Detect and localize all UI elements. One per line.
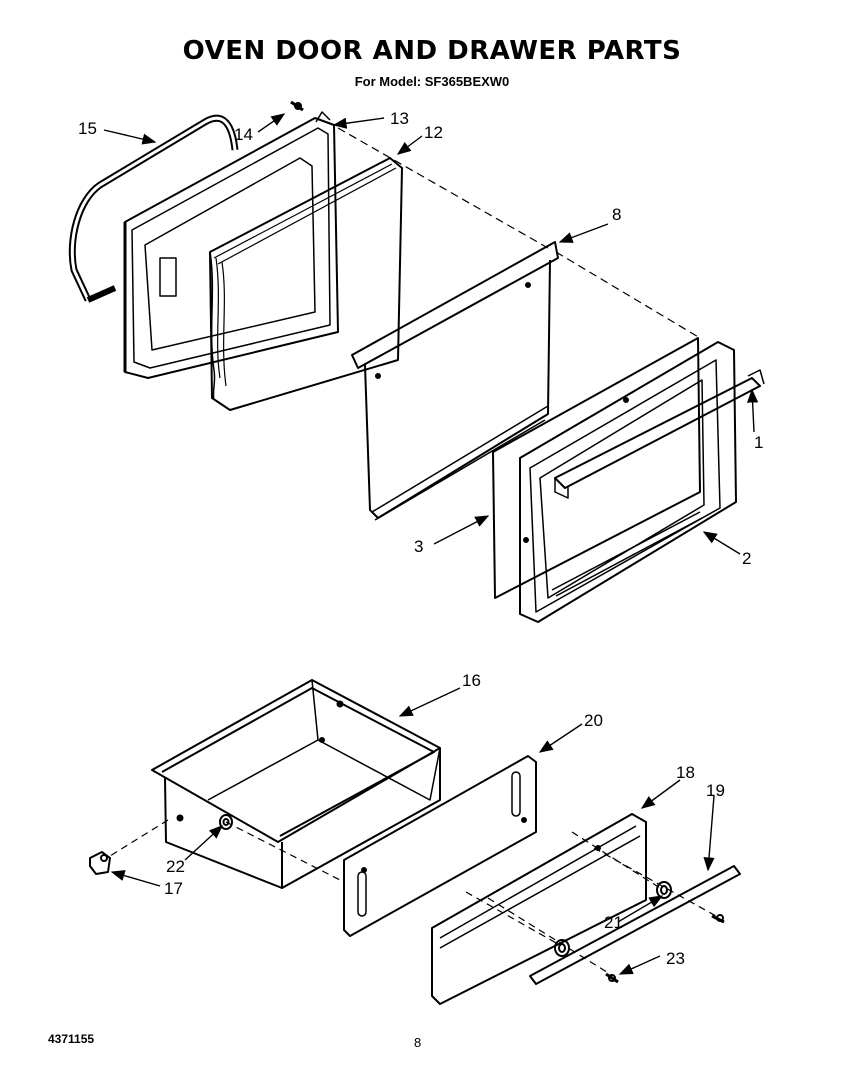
document-number: 4371155 — [48, 1032, 95, 1046]
insulation-pack-part-12 — [209, 157, 403, 411]
callout-18: 18 — [676, 763, 695, 782]
callout-8: 8 — [612, 205, 621, 224]
callout-16: 16 — [462, 671, 481, 690]
drawer-assembly-lines — [109, 819, 717, 975]
handle-bar-part-1 — [554, 369, 765, 499]
door-glass-part-3 — [492, 337, 701, 599]
callout-13: 13 — [390, 109, 409, 128]
callout-numbers: 1 2 3 8 12 13 14 15 16 17 18 19 20 21 22… — [78, 109, 763, 968]
drawer-inner-front-part-20 — [343, 755, 537, 937]
alignment-lines — [337, 127, 701, 339]
inner-panel-part-8 — [351, 241, 559, 521]
callout-2: 2 — [742, 549, 751, 568]
spacer-part-21 — [554, 881, 672, 957]
callout-3: 3 — [414, 537, 423, 556]
callout-12: 12 — [424, 123, 443, 142]
callout-19: 19 — [706, 781, 725, 800]
callout-22: 22 — [166, 857, 185, 876]
callout-17: 17 — [164, 879, 183, 898]
outer-door-panel — [123, 111, 339, 379]
callout-20: 20 — [584, 711, 603, 730]
callout-leaders — [103, 113, 759, 975]
callout-1: 1 — [754, 433, 763, 452]
drawer-body-part-16 — [151, 679, 441, 889]
screw-part-14 — [290, 100, 304, 112]
page-number: 8 — [414, 1035, 422, 1050]
drawer-handle-part-19 — [529, 865, 741, 985]
model-subtitle: For Model: SF365BEXW0 — [354, 74, 510, 89]
clip-part-17 — [89, 851, 111, 875]
callout-21: 21 — [604, 913, 623, 932]
callout-23: 23 — [666, 949, 685, 968]
page-title: OVEN DOOR AND DRAWER PARTS — [182, 36, 682, 66]
glide-part-22 — [219, 814, 233, 830]
door-frame-part-2 — [519, 341, 737, 623]
callout-15: 15 — [78, 119, 97, 138]
door-handle-part-15 — [68, 114, 239, 303]
callout-14: 14 — [234, 125, 253, 144]
screw-part-23 — [605, 914, 725, 984]
